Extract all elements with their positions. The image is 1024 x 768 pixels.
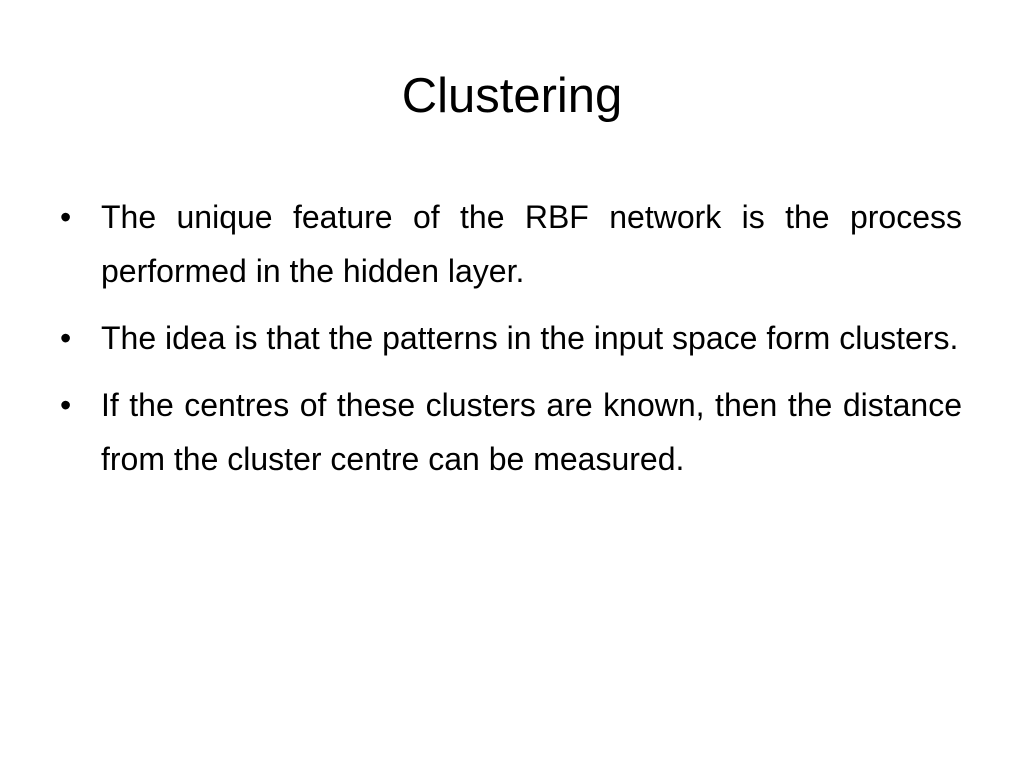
bullet-item: • The idea is that the patterns in the i… [60, 311, 962, 365]
bullet-text: The unique feature of the RBF network is… [101, 199, 962, 289]
bullet-item: • If the centres of these clusters are k… [60, 378, 962, 486]
bullet-text: If the centres of these clusters are kno… [101, 387, 962, 477]
bullet-marker: • [60, 387, 72, 423]
slide-title: Clustering [401, 69, 623, 123]
bullet-marker: • [60, 199, 72, 235]
bullet-marker: • [60, 320, 72, 356]
bullet-item: • The unique feature of the RBF network … [60, 190, 962, 298]
bullet-list: • The unique feature of the RBF network … [60, 190, 962, 499]
bullet-text: The idea is that the patterns in the inp… [101, 320, 959, 356]
